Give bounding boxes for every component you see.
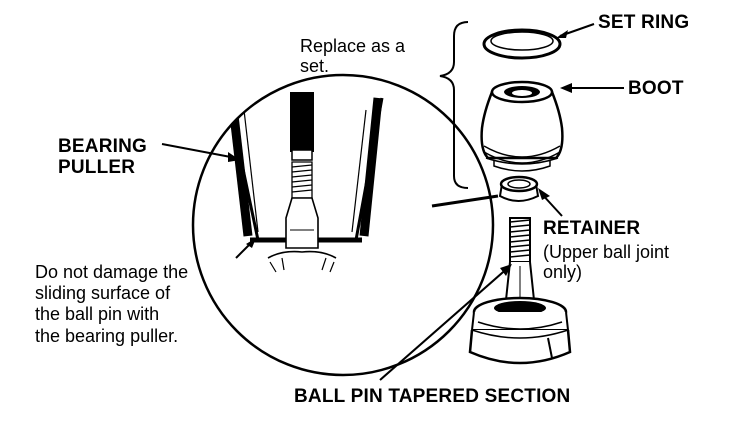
- replace-note: Replace as a set.: [300, 36, 405, 76]
- warning-line-2: sliding surface of: [35, 283, 171, 304]
- set-ring-label: SET RING: [598, 12, 690, 33]
- detail-circle: [191, 73, 495, 377]
- warning-line-4: the bearing puller.: [35, 325, 179, 346]
- retainer-part: [498, 175, 540, 202]
- warning-line-3: the ball pin with: [35, 304, 160, 325]
- ball-pin-label: BALL PIN TAPERED SECTION: [294, 386, 571, 407]
- bearing-puller-line-2: PULLER: [58, 157, 136, 179]
- warning-note: Do not damage the sliding surface of the…: [35, 262, 188, 347]
- set-ring-part: [482, 28, 562, 60]
- replace-note-line-1: Replace as a: [300, 36, 406, 56]
- retainer-note-line-2: only): [543, 262, 583, 283]
- housing-part: [468, 296, 572, 365]
- boot-part: [480, 80, 564, 172]
- replace-note-line-2: set.: [300, 56, 330, 77]
- retainer-label: RETAINER: [543, 218, 641, 239]
- warning-line-1: Do not damage the: [35, 262, 189, 282]
- boot-label: BOOT: [628, 78, 684, 99]
- retainer-note-line-1: (Upper ball joint: [543, 242, 670, 262]
- replace-bracket: [439, 21, 469, 189]
- bearing-puller-label: BEARING PULLER: [58, 136, 147, 179]
- retainer-note: (Upper ball joint only): [543, 242, 669, 282]
- ball-pin-part: [504, 217, 536, 301]
- bearing-puller-line-1: BEARING: [58, 136, 148, 157]
- leader-lines: [161, 23, 624, 381]
